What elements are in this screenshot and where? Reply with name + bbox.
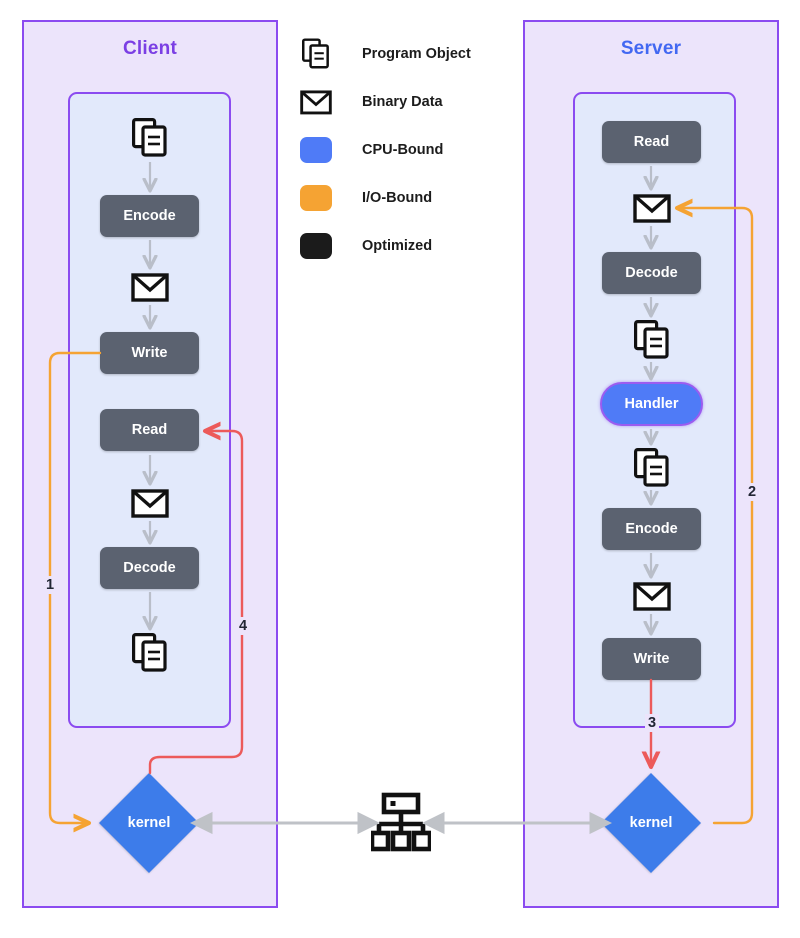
flow-label-2: 2: [745, 483, 760, 501]
flow-label-1: 1: [43, 576, 58, 594]
node-label: Encode: [625, 521, 678, 537]
program-object-icon: [132, 118, 168, 163]
client-write-node[interactable]: Write: [100, 332, 199, 374]
legend-item-program-object: Program Object: [300, 38, 471, 70]
client-kernel-node[interactable]: kernel: [99, 773, 199, 873]
node-label: Read: [633, 134, 670, 150]
server-read-node[interactable]: Read: [602, 121, 701, 163]
flow-label-3: 3: [645, 714, 660, 732]
legend-label: I/O-Bound: [362, 190, 433, 206]
program-object-icon: [634, 448, 670, 493]
io-bound-swatch: [300, 185, 332, 211]
client-read-node[interactable]: Read: [100, 409, 199, 451]
program-object-icon: [634, 320, 670, 365]
legend-item-cpu-bound: CPU-Bound: [300, 134, 443, 166]
network-topology-icon: [369, 792, 433, 859]
optimized-swatch: [300, 233, 332, 259]
server-encode-node[interactable]: Encode: [602, 508, 701, 550]
server-handler-node[interactable]: Handler: [600, 382, 703, 426]
legend-item-optimized: Optimized: [300, 230, 432, 262]
node-label: Decode: [625, 265, 678, 281]
legend-item-io-bound: I/O-Bound: [300, 182, 432, 214]
legend-label: Binary Data: [362, 94, 443, 110]
binary-data-icon: [131, 488, 169, 523]
server-decode-node[interactable]: Decode: [602, 252, 701, 294]
binary-data-icon: [300, 89, 332, 115]
client-decode-node[interactable]: Decode: [100, 547, 199, 589]
cpu-bound-swatch: [300, 137, 332, 163]
node-label: Read: [131, 422, 168, 438]
flow-label-4: 4: [236, 617, 251, 635]
program-object-icon: [132, 633, 168, 678]
program-object-icon: [300, 38, 332, 69]
legend-item-binary-data: Binary Data: [300, 86, 443, 118]
node-label: Write: [131, 345, 168, 361]
binary-data-icon: [131, 272, 169, 307]
kernel-label: kernel: [127, 815, 171, 831]
binary-data-icon: [633, 581, 671, 616]
legend-label: CPU-Bound: [362, 142, 444, 158]
node-label: Encode: [123, 208, 176, 224]
node-label: Handler: [624, 396, 679, 412]
server-write-node[interactable]: Write: [602, 638, 701, 680]
client-encode-node[interactable]: Encode: [100, 195, 199, 237]
server-kernel-node[interactable]: kernel: [601, 773, 701, 873]
legend-label: Optimized: [362, 238, 433, 254]
binary-data-icon: [633, 193, 671, 228]
node-label: Write: [633, 651, 670, 667]
legend-label: Program Object: [362, 46, 471, 62]
node-label: Decode: [123, 560, 176, 576]
client-title: Client: [123, 38, 177, 59]
kernel-label: kernel: [629, 815, 673, 831]
server-title: Server: [620, 38, 682, 59]
